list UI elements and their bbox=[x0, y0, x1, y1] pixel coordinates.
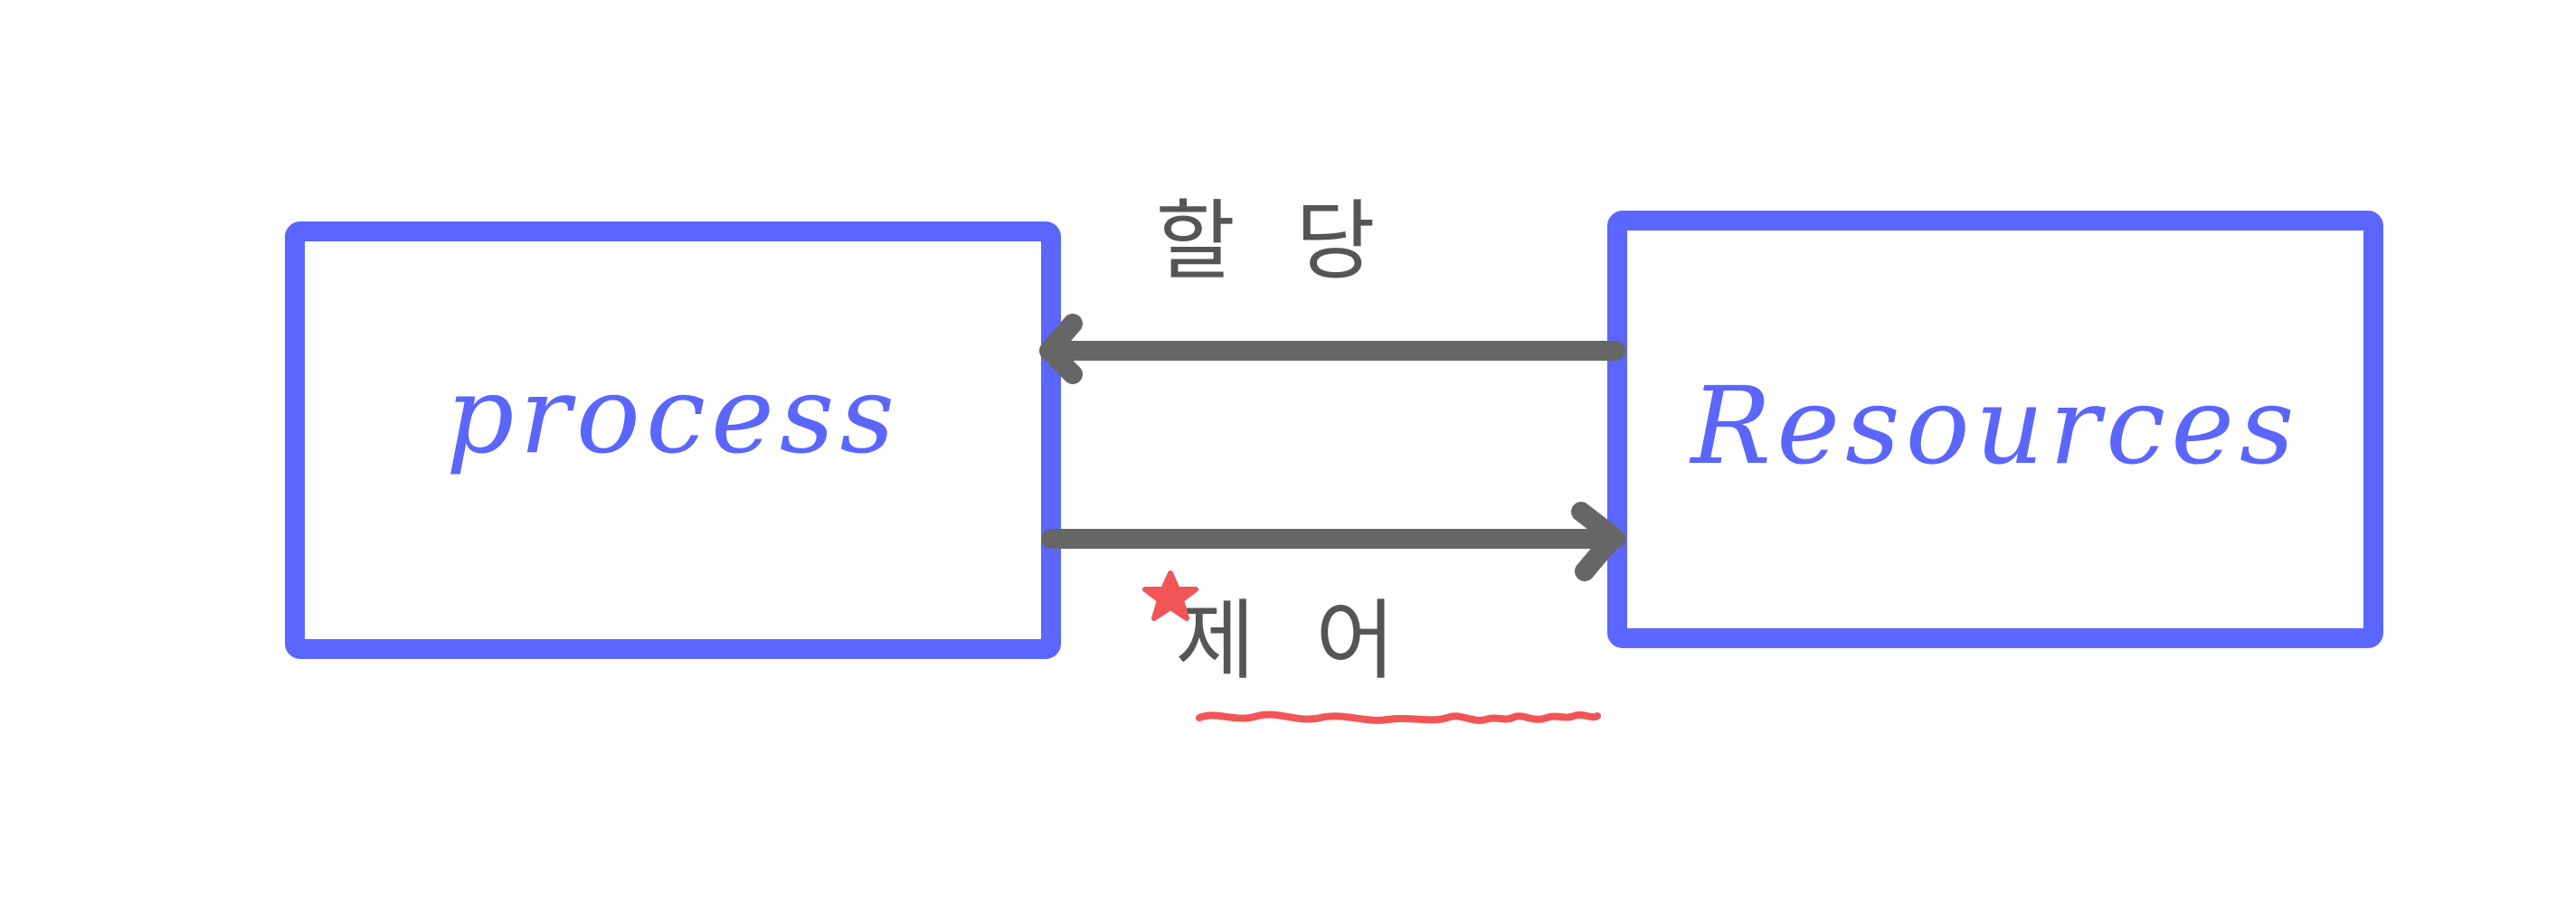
star-icon bbox=[1142, 570, 1198, 621]
control-arrow bbox=[1041, 502, 1625, 581]
allocation-arrow-head bbox=[1039, 314, 1083, 384]
allocation-arrow bbox=[1039, 314, 1625, 384]
control-label: 제 어 bbox=[1175, 590, 1411, 692]
allocation-label: 할 당 bbox=[1155, 191, 1391, 292]
emphasis-mark bbox=[1142, 570, 1601, 724]
process-box bbox=[285, 221, 1061, 659]
resources-label: Resources bbox=[1689, 363, 2299, 488]
process-label: process bbox=[446, 353, 900, 477]
control-arrow-head bbox=[1571, 502, 1624, 581]
resources-box bbox=[1607, 211, 2383, 648]
process-node: process bbox=[285, 221, 1061, 659]
resources-node: Resources bbox=[1607, 211, 2383, 648]
wavy-underline bbox=[1196, 711, 1601, 724]
